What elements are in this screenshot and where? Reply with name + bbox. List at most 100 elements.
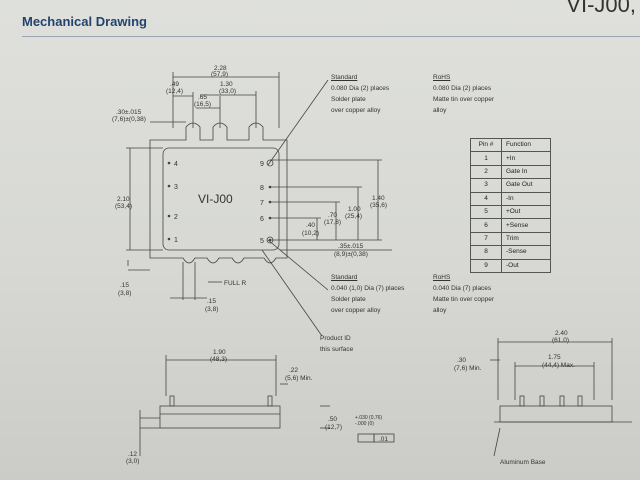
pin-function: Gate In	[501, 164, 551, 180]
pin-function: Trim	[501, 231, 551, 247]
col-function-header: Function	[501, 137, 551, 153]
dim-side-12-mm: (3,0)	[126, 458, 139, 465]
note-rohs-top-title: RoHS	[433, 74, 451, 81]
pin-label-4: 4	[174, 161, 178, 168]
pin-number: 8	[470, 245, 502, 260]
dim-side-w-mm: (48,3)	[210, 356, 227, 363]
dim-40-mm: (10,2)	[302, 230, 319, 237]
dim-35-mm: (8,9)±(0,38)	[334, 251, 368, 258]
note-line: over copper alloy	[331, 107, 381, 114]
pin-label-1: 1	[174, 237, 178, 244]
note-line: Matte tin over copper	[433, 96, 495, 103]
dim-70-mm: (17,8)	[324, 219, 341, 226]
dim-width-mm: (57,9)	[211, 71, 228, 78]
note-rohs-bottom-title: RoHS	[433, 274, 451, 281]
dim-end-175-mm: (44,4) Max.	[542, 362, 575, 369]
dim-d1: .49	[170, 81, 179, 88]
aluminum-base-label: Aluminum Base	[500, 459, 546, 466]
pin-function: +Out	[501, 204, 551, 220]
dim-140: 1.40	[372, 195, 385, 202]
dim-35: .35±.015	[338, 243, 364, 250]
note-line: over copper alloy	[331, 307, 381, 314]
dim-d2: .65	[198, 94, 207, 101]
dim-d3: 1.30	[220, 81, 233, 88]
table-row: 6+Sense	[470, 218, 551, 233]
dim-tol-left: .30±.015	[116, 109, 142, 116]
note-standard-top-title: Standard	[331, 74, 358, 81]
dim-b15b: .15	[207, 298, 216, 305]
dim-end-w-mm: (61,0)	[552, 337, 569, 344]
note-standard-top: Standard 0.080 Dia (2) places Solder pla…	[331, 72, 389, 116]
dim-height: 2.10	[117, 196, 130, 203]
pin-label-5: 5	[260, 238, 264, 245]
module-label: VI-J00	[198, 192, 233, 206]
pin-label-3: 3	[174, 184, 178, 191]
full-r-label: FULL R	[224, 280, 246, 287]
dim-side-50: .50	[328, 416, 337, 423]
module-outline	[149, 122, 288, 264]
table-row: 9-Out	[470, 258, 551, 273]
pin-function: Gate Out	[501, 178, 551, 193]
dim-side-22: .22	[289, 367, 298, 374]
dim-100: 1.00	[348, 206, 361, 213]
dim-end-175: 1.75	[548, 354, 561, 361]
pin-number: 2	[470, 164, 502, 180]
note-rohs-top: RoHS 0.080 Dia (2) places Matte tin over…	[433, 72, 494, 116]
dim-d3-mm: (33,0)	[219, 88, 236, 95]
note-line: alloy	[433, 307, 447, 314]
dim-end-30-mm: (7,6) Min.	[454, 365, 482, 372]
dim-width: 2.28	[214, 65, 227, 72]
pin-function: -Sense	[501, 245, 551, 260]
note-line: Solder plate	[331, 296, 366, 303]
side-view-body	[159, 405, 281, 429]
header-rule	[22, 36, 640, 37]
dim-b15-mm: (3,8)	[118, 290, 131, 297]
dim-side-tol2: -.000 (0)	[355, 421, 374, 427]
note-product-id: Product ID this surface	[320, 333, 353, 355]
pin-label-7: 7	[260, 200, 264, 207]
pin-number: 7	[470, 231, 502, 247]
note-line: alloy	[433, 107, 447, 114]
dim-d1-mm: (12,4)	[166, 88, 183, 95]
note-line: 0.080 Dia (2) places	[331, 85, 390, 92]
table-row: 1+In	[470, 151, 551, 166]
dim-side-w: 1.90	[213, 349, 226, 356]
pin-number: 9	[470, 258, 502, 273]
note-line: this surface	[320, 346, 354, 353]
dim-70: .70	[328, 212, 337, 219]
note-line: 0.040 (1,0) Dia (7) places	[331, 285, 405, 292]
note-line: 0.080 Dia (2) places	[433, 85, 492, 92]
dim-100-mm: (25,4)	[345, 213, 362, 220]
section-title: Mechanical Drawing	[22, 14, 147, 29]
pin-label-9: 9	[260, 161, 264, 168]
dim-height-mm: (53,4)	[115, 203, 132, 210]
baseplate-inner	[162, 147, 280, 251]
dim-b15b-mm: (3,8)	[205, 306, 218, 313]
dim-side-01: .01	[379, 436, 388, 443]
dim-140-mm: (35,6)	[370, 202, 387, 209]
page-corner-title: VI-J00,	[566, 0, 636, 17]
table-header-row: Pin # Function	[470, 137, 551, 153]
table-row: 4-In	[470, 191, 551, 206]
pin-number: 6	[470, 218, 502, 233]
pin-function: +Sense	[501, 218, 551, 233]
pin-number: 3	[470, 178, 502, 193]
pin-function: +In	[501, 151, 551, 166]
dim-tol-left-mm: (7,6)±(0,38)	[112, 116, 146, 123]
pin-label-6: 6	[260, 216, 264, 223]
dim-side-50-mm: (12,7)	[325, 424, 342, 431]
note-standard-bottom-title: Standard	[331, 274, 358, 281]
pin-number: 1	[470, 151, 502, 166]
note-line: Matte tin over copper	[433, 296, 495, 303]
table-row: 8-Sense	[470, 245, 551, 260]
dim-b15: .15	[120, 282, 129, 289]
pin-label-8: 8	[260, 185, 264, 192]
end-view-body	[499, 405, 613, 423]
note-rohs-bottom: RoHS 0.040 Dia (7) places Matte tin over…	[433, 272, 494, 316]
dim-end-w: 2.40	[555, 330, 568, 337]
dim-side-tol: +.030 (0,76)	[355, 415, 382, 421]
